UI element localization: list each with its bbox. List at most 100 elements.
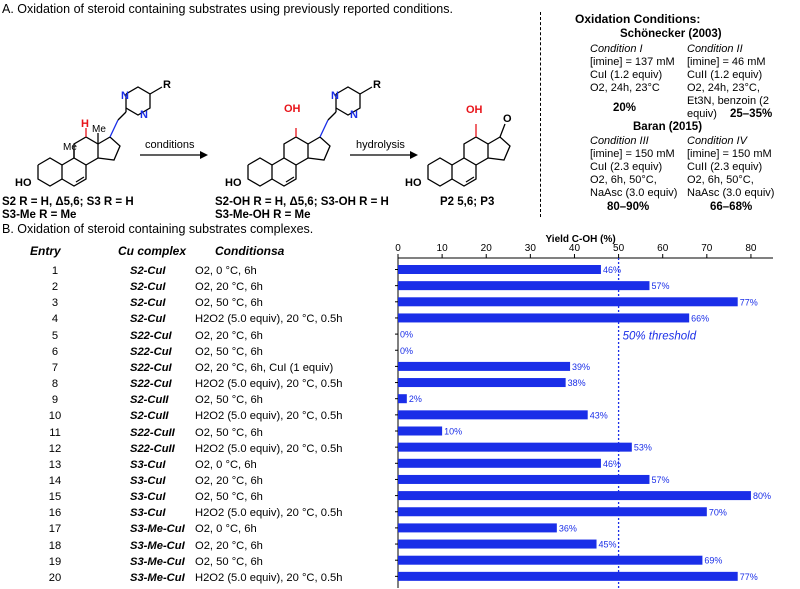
atom-ho: HO [15,177,32,189]
cu-complex: S3-Me-CuI [130,555,185,568]
entry-number: 9 [51,394,59,407]
steroid-start [37,86,163,187]
atom-o: O [503,113,512,125]
cu-complex: S22-CuI [130,378,172,391]
cu-complex: S3-Me-CuI [130,539,185,552]
condition-ii-result: 25–35% [730,108,773,120]
cu-complex: S22-CuII [130,442,175,455]
x-tick-label: 30 [525,243,537,254]
atom-ho: HO [405,177,422,189]
condition-text: O2, 20 °C, 6h [195,474,263,487]
condition-text: H2O2 (5.0 equiv), 20 °C, 0.5h [195,571,343,584]
atom-h-red: H [81,118,89,130]
product-label: P2 5,6; P3 [440,196,494,208]
section-b-title: B. Oxidation of steroid containing subst… [2,222,314,236]
condition-text: O2, 50 °C, 6h [195,297,263,310]
bar [398,458,601,468]
condition-i-result: 20% [613,102,637,114]
cu-complex: S22-CuI [130,361,172,374]
entry-number: 7 [51,361,59,374]
bar [398,442,632,452]
atom-oh-red: OH [466,104,483,116]
bar-value-label: 46% [603,265,621,275]
condition-text: H2O2 (5.0 equiv), 20 °C, 0.5h [195,442,343,455]
condition-iv-result: 66–68% [710,201,753,213]
x-tick-label: 10 [437,243,449,254]
x-tick-label: 80 [745,243,757,254]
cu-complex: S22-CuI [130,345,172,358]
entry-number: 17 [48,523,62,536]
table-row: 18 S3-Me-CuI O2, 20 °C, 6h [0,540,395,557]
cu-complex: S3-CuI [130,507,166,520]
entry-number: 14 [48,474,62,487]
substituent-r: R [163,79,171,91]
cu-complex: S22-CuII [130,426,175,439]
cu-complex: S3-Me-CuI [130,523,185,536]
condition-text: O2, 20 °C, 6h [195,281,263,294]
condition-ii: Condition II [imine] = 46 mM CuII (1.2 e… [687,43,769,120]
condition-text: O2, 20 °C, 6h [195,539,263,552]
entry-number: 19 [48,555,62,568]
condition-text: O2, 50 °C, 6h [195,491,263,504]
bar [398,394,407,404]
bar [398,313,690,323]
cu-complex: S22-CuI [130,329,172,342]
bar-value-label: 70% [709,507,727,517]
condition-text: H2O2 (5.0 equiv), 20 °C, 0.5h [195,507,343,520]
bar [398,361,571,371]
arrow-2-label: hydrolysis [356,139,405,151]
condition-text: O2, 20 °C, 6h [195,329,263,342]
bar-value-label: 80% [753,491,771,501]
condition-text: O2, 0 °C, 6h [195,265,257,277]
bar-value-label: 0% [400,346,413,356]
condition-text: O2, 20 °C, 6h, CuI (1 equiv) [195,361,334,374]
atom-me: Me [63,142,77,153]
entry-number: 15 [48,491,62,504]
table-row: 20 S3-Me-CuI H2O2 (5.0 equiv), 20 °C, 0.5h [0,572,395,589]
header-entry: Entry [30,244,61,258]
x-tick-label: 50 [613,243,625,254]
cu-complex: S2-CuII [130,410,169,423]
entry-number: 20 [48,571,62,584]
conditions-panel: Oxidation Conditions: Schönecker (2003) … [545,8,800,218]
bar-value-label: 45% [599,540,617,550]
entry-number: 12 [48,442,62,455]
bar [398,491,751,501]
x-tick-label: 40 [569,243,581,254]
condition-text: O2, 50 °C, 6h [195,426,263,439]
entry-number: 4 [51,313,59,326]
entry-number: 11 [49,426,61,439]
atom-ho: HO [225,177,242,189]
atom-oh-red: OH [284,103,301,115]
entry-number: 8 [51,378,59,391]
entry-number: 10 [48,410,62,423]
bar-value-label: 53% [634,443,652,453]
cu-complex: S3-CuI [130,474,166,487]
bar [398,507,707,517]
atom-n-pyridine: N [331,90,339,102]
entry-number: 2 [51,281,59,294]
chart-title: Yield C-OH (%) [546,234,616,245]
steroid-intermediate [247,86,373,187]
cu-complex: S2-CuII [130,394,169,407]
condition-text: H2O2 (5.0 equiv), 20 °C, 0.5h [195,378,343,391]
bar-value-label: 57% [651,475,669,485]
header-conditions: Conditionsa [215,244,285,258]
condition-text: O2, 50 °C, 6h [195,345,263,358]
cu-complex: S3-Me-CuI [130,571,185,584]
table-row: 7 S22-CuI O2, 20 °C, 6h, CuI (1 equiv) [0,362,395,379]
entry-number: 18 [48,539,62,552]
bar-value-label: 69% [704,556,722,566]
cu-complex: S2-CuI [130,265,166,277]
steroid-product [427,123,511,187]
entry-number: 5 [51,329,59,342]
